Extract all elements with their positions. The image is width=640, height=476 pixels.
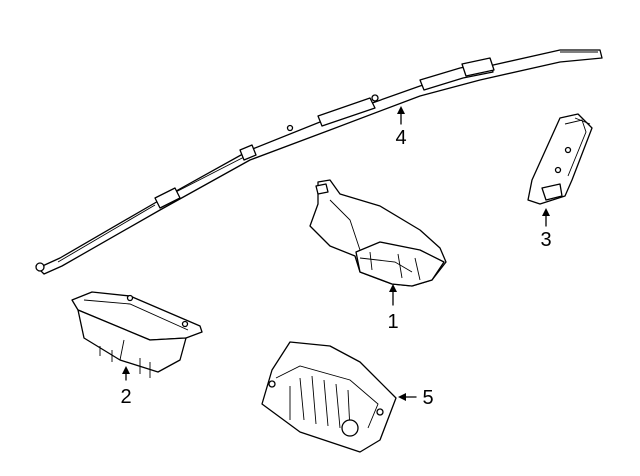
callout-1: 1: [387, 311, 398, 333]
callout-5: 5: [422, 387, 433, 409]
side-airbag-part: [527, 113, 593, 205]
curtain-airbag-part: [35, 49, 603, 275]
knee-airbag-part: [261, 341, 397, 453]
driver-airbag-part: [309, 179, 447, 287]
passenger-airbag-part: [71, 291, 203, 378]
callout-arrows: [122, 106, 550, 401]
callout-2: 2: [120, 386, 131, 408]
callout-3: 3: [540, 229, 551, 251]
callout-4: 4: [395, 127, 406, 149]
